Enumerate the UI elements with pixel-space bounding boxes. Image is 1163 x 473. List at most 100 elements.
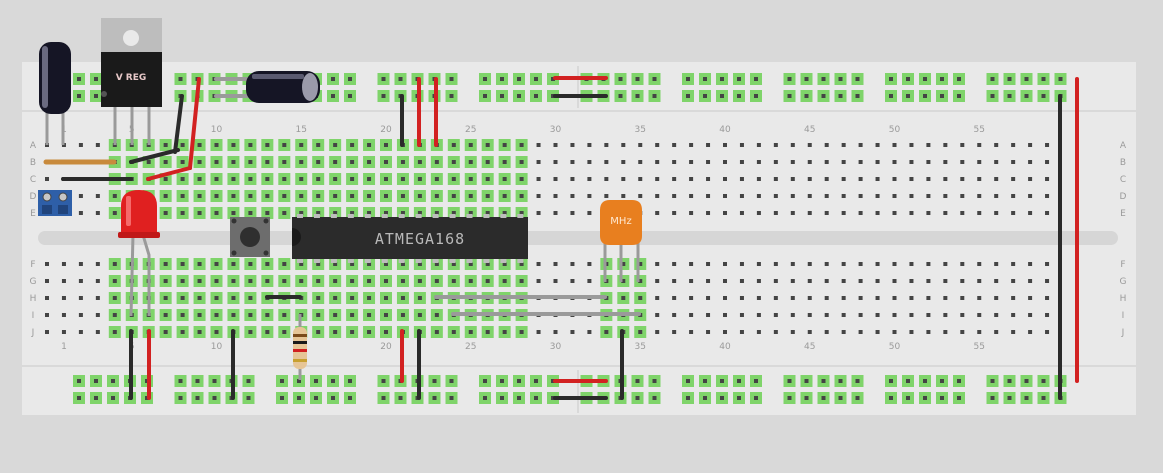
- hole: [78, 211, 83, 215]
- hole: [111, 396, 115, 400]
- hole: [180, 177, 185, 181]
- hole: [703, 379, 707, 383]
- hole: [553, 330, 558, 334]
- hole: [994, 296, 999, 300]
- hole: [553, 143, 558, 147]
- hole: [790, 330, 795, 334]
- hole: [994, 143, 999, 147]
- hole: [790, 143, 795, 147]
- hole: [892, 143, 897, 147]
- hole: [534, 77, 538, 81]
- hole: [858, 177, 863, 181]
- hole: [316, 279, 321, 283]
- hole: [723, 262, 727, 266]
- hole: [892, 330, 897, 334]
- hole: [737, 94, 741, 98]
- hole: [689, 279, 694, 283]
- hole: [926, 194, 931, 198]
- hole: [638, 160, 643, 164]
- hole: [587, 262, 592, 266]
- hole: [739, 211, 744, 215]
- row-label: E: [1120, 209, 1126, 219]
- hole: [804, 94, 809, 98]
- jumper-wires: [43, 76, 1079, 400]
- hole: [909, 313, 914, 317]
- hole: [519, 177, 524, 181]
- chip-pin: [449, 259, 456, 263]
- hole: [350, 160, 355, 164]
- hole: [587, 143, 592, 147]
- hole: [977, 330, 982, 334]
- hole: [500, 379, 504, 383]
- hole: [570, 330, 575, 334]
- hole: [926, 262, 931, 266]
- hole: [926, 313, 931, 317]
- chip-pin: [347, 259, 354, 263]
- hole: [1045, 160, 1050, 164]
- hole: [943, 262, 948, 266]
- chip-pin: [398, 214, 405, 218]
- hole: [468, 194, 473, 198]
- hole: [180, 160, 185, 164]
- hole: [1045, 194, 1050, 198]
- hole: [655, 279, 660, 283]
- hole: [1028, 262, 1033, 266]
- hole: [824, 211, 829, 215]
- hole: [943, 160, 948, 164]
- hole: [451, 194, 456, 198]
- chip-pin: [347, 214, 354, 218]
- hole: [214, 296, 219, 300]
- hole: [689, 160, 694, 164]
- hole: [553, 279, 558, 283]
- row-label: E: [30, 209, 36, 219]
- hole: [858, 296, 863, 300]
- hole: [706, 160, 711, 164]
- hole: [858, 330, 863, 334]
- red-led: [118, 190, 160, 317]
- hole: [1011, 160, 1016, 164]
- row-label: A: [1120, 141, 1127, 151]
- hole: [348, 379, 352, 383]
- hole: [686, 94, 690, 98]
- column-number: 30: [550, 342, 562, 352]
- chip-pin: [466, 214, 473, 218]
- hole: [1024, 379, 1029, 383]
- hole: [78, 262, 83, 266]
- hole: [180, 211, 185, 215]
- hole: [384, 177, 388, 181]
- hole: [163, 160, 168, 164]
- hole: [197, 143, 202, 147]
- chip-pin: [449, 214, 456, 218]
- hole: [787, 379, 792, 383]
- hole: [706, 262, 711, 266]
- hole: [95, 143, 100, 147]
- hole: [960, 177, 965, 181]
- hole: [773, 143, 778, 147]
- hole: [212, 379, 217, 383]
- hole: [214, 194, 219, 198]
- hole: [163, 279, 168, 283]
- hole: [519, 279, 524, 283]
- hole: [652, 396, 657, 400]
- hole: [94, 94, 98, 98]
- hole: [95, 279, 100, 283]
- hole: [434, 160, 439, 164]
- hole: [282, 211, 287, 215]
- hole: [655, 296, 660, 300]
- hole: [348, 396, 352, 400]
- hole: [892, 160, 897, 164]
- hole: [468, 279, 473, 283]
- hole: [451, 177, 456, 181]
- hole: [754, 77, 758, 81]
- hole: [570, 279, 575, 283]
- hole: [502, 262, 507, 266]
- hole: [706, 194, 711, 198]
- hole: [95, 296, 100, 300]
- hole: [45, 177, 49, 181]
- hole: [78, 143, 83, 147]
- hole: [790, 279, 795, 283]
- hole: [316, 262, 321, 266]
- hole: [163, 143, 168, 147]
- hole: [333, 279, 338, 283]
- hole: [197, 313, 202, 317]
